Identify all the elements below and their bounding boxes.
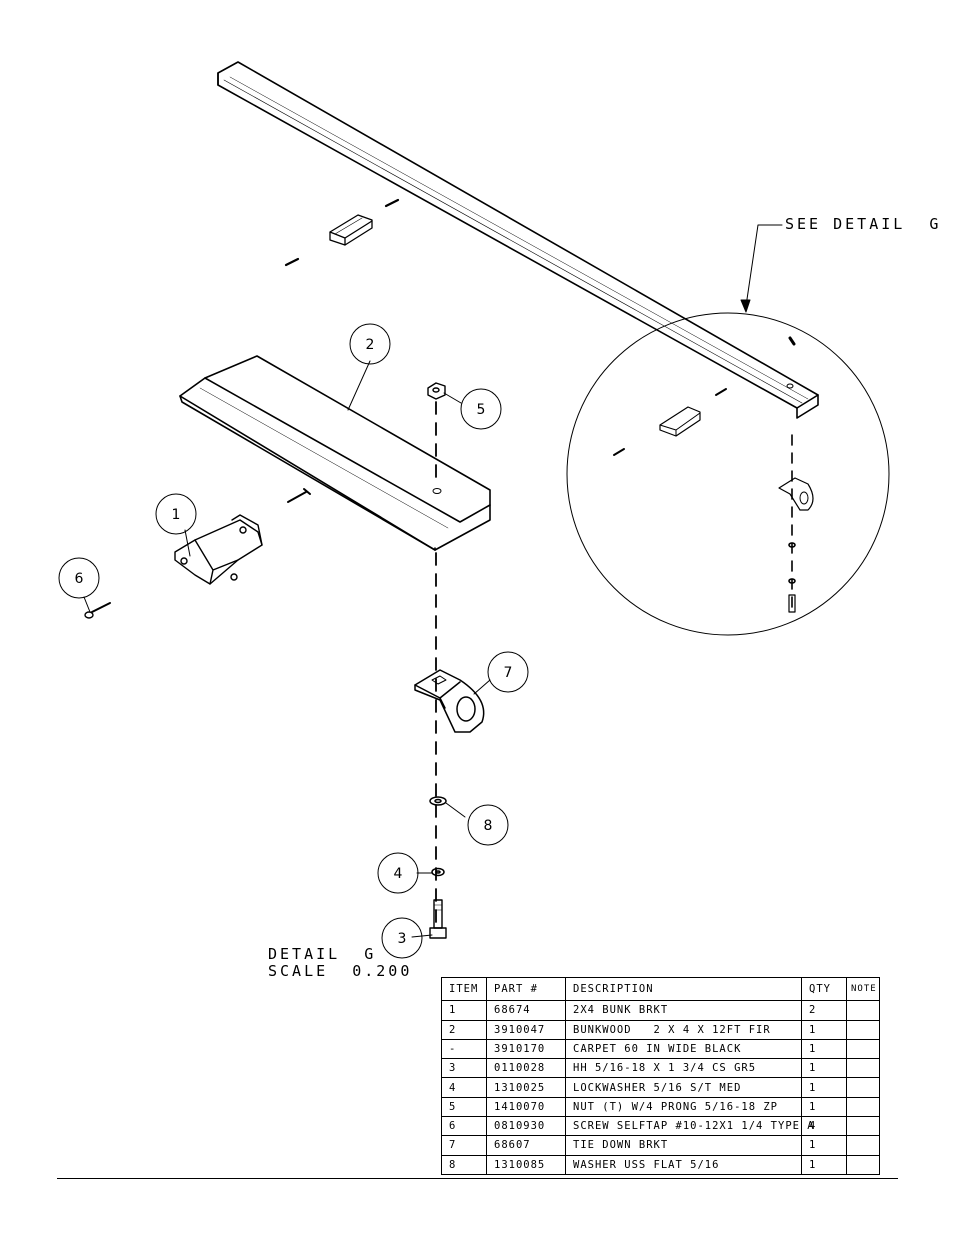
bom-qty: 1 <box>801 1019 847 1040</box>
bom-part: 1310085 <box>486 1154 566 1176</box>
table-row: 2 3910047 BUNKWOOD 2 X 4 X 12FT FIR 1 <box>441 1019 880 1040</box>
bom-note <box>846 1000 880 1021</box>
bom-note <box>846 1038 880 1060</box>
bom-item: 2 <box>441 1019 487 1040</box>
bom-note <box>846 1019 880 1040</box>
table-row: 3 0110028 HH 5/16-18 X 1 3/4 CS GR5 1 <box>441 1058 880 1079</box>
table-row: 7 68607 TIE DOWN BRKT 1 <box>441 1135 880 1156</box>
upper-screw-a <box>384 198 400 208</box>
hex-bolt <box>429 899 447 939</box>
bom-qty: 1 <box>801 1058 847 1079</box>
bom-part: 1410070 <box>486 1096 566 1118</box>
detail-g-circle <box>566 224 890 636</box>
bom-description: SCREW SELFTAP #10-12X1 1/4 TYPE A <box>565 1116 814 1137</box>
bom-description: BUNKWOOD 2 X 4 X 12FT FIR <box>565 1019 802 1040</box>
bom-qty: 1 <box>801 1077 847 1098</box>
bom-part: 68607 <box>486 1135 566 1156</box>
bom-header-qty: QTY <box>801 976 847 1002</box>
bom-part: 0810930 <box>486 1116 566 1137</box>
table-row: 5 1410070 NUT (T) W/4 PRONG 5/16-18 ZP 1 <box>441 1096 880 1118</box>
balloon-7: 7 <box>504 665 513 681</box>
bom-qty: 2 <box>801 1000 847 1021</box>
balloon-1: 1 <box>172 507 181 523</box>
selftap-screw <box>84 602 111 619</box>
flat-washer <box>429 796 447 806</box>
balloon-6: 6 <box>75 571 84 587</box>
bom-part: 3910047 <box>486 1019 566 1040</box>
balloon-circles <box>58 323 529 959</box>
bom-description: WASHER USS FLAT 5/16 <box>565 1154 802 1176</box>
lockwasher <box>431 867 445 877</box>
table-row: 4 1310025 LOCKWASHER 5/16 S/T MED 1 <box>441 1077 880 1098</box>
bom-qty: 1 <box>801 1038 847 1060</box>
bom-qty: 4 <box>801 1116 847 1137</box>
bom-item: - <box>441 1038 487 1060</box>
bill-of-materials: ITEM PART # DESCRIPTION QTY NOTE 1 68674… <box>441 976 880 1176</box>
balloon-3: 3 <box>398 931 407 947</box>
bom-part: 68674 <box>486 1000 566 1021</box>
bom-part: 3910170 <box>486 1038 566 1060</box>
bom-note <box>846 1135 880 1156</box>
bom-part: 0110028 <box>486 1058 566 1079</box>
detail-title: DETAIL G <box>268 945 376 963</box>
bom-header-item: ITEM <box>441 976 487 1002</box>
bom-description: TIE DOWN BRKT <box>565 1135 802 1156</box>
bom-description: HH 5/16-18 X 1 3/4 CS GR5 <box>565 1058 802 1079</box>
bom-header-note: NOTE <box>846 976 880 1002</box>
long-bunk-board <box>217 61 819 419</box>
bom-note <box>846 1116 880 1137</box>
bom-item: 7 <box>441 1135 487 1156</box>
bom-description: NUT (T) W/4 PRONG 5/16-18 ZP <box>565 1096 802 1118</box>
bom-note <box>846 1077 880 1098</box>
table-row: - 3910170 CARPET 60 IN WIDE BLACK 1 <box>441 1038 880 1060</box>
tie-down-bracket <box>414 669 485 733</box>
bom-item: 5 <box>441 1096 487 1118</box>
bom-qty: 1 <box>801 1135 847 1156</box>
bom-header-row: ITEM PART # DESCRIPTION QTY NOTE <box>441 976 880 1002</box>
t-nut <box>427 382 446 400</box>
balloon-leaders <box>83 360 491 938</box>
side-screw <box>287 488 311 503</box>
bom-item: 4 <box>441 1077 487 1098</box>
bom-note <box>846 1096 880 1118</box>
bom-header-part: PART # <box>486 976 566 1002</box>
table-row: 8 1310085 WASHER USS FLAT 5/16 1 <box>441 1154 880 1176</box>
bom-item: 1 <box>441 1000 487 1021</box>
bom-description: LOCKWASHER 5/16 S/T MED <box>565 1077 802 1098</box>
bom-qty: 1 <box>801 1096 847 1118</box>
page-bottom-rule <box>57 1178 898 1179</box>
bom-description: CARPET 60 IN WIDE BLACK <box>565 1038 802 1060</box>
balloon-5: 5 <box>477 402 486 418</box>
table-row: 6 0810930 SCREW SELFTAP #10-12X1 1/4 TYP… <box>441 1116 880 1137</box>
upper-bracket <box>329 214 373 246</box>
bom-qty: 1 <box>801 1154 847 1176</box>
bom-item: 6 <box>441 1116 487 1137</box>
bom-header-description: DESCRIPTION <box>565 976 802 1002</box>
balloon-4: 4 <box>394 866 403 882</box>
bunk-bracket <box>174 514 263 585</box>
see-detail-callout: SEE DETAIL G <box>785 215 941 233</box>
upper-screw-b <box>284 257 300 267</box>
balloon-8: 8 <box>484 818 493 834</box>
bom-part: 1310025 <box>486 1077 566 1098</box>
bom-note <box>846 1058 880 1079</box>
detail-scale: SCALE 0.200 <box>268 962 412 980</box>
bom-note <box>846 1154 880 1176</box>
table-row: 1 68674 2X4 BUNK BRKT 2 <box>441 1000 880 1021</box>
bom-item: 8 <box>441 1154 487 1176</box>
balloon-2: 2 <box>366 337 375 353</box>
bom-item: 3 <box>441 1058 487 1079</box>
bom-description: 2X4 BUNK BRKT <box>565 1000 802 1021</box>
short-bunk-board <box>179 355 491 551</box>
